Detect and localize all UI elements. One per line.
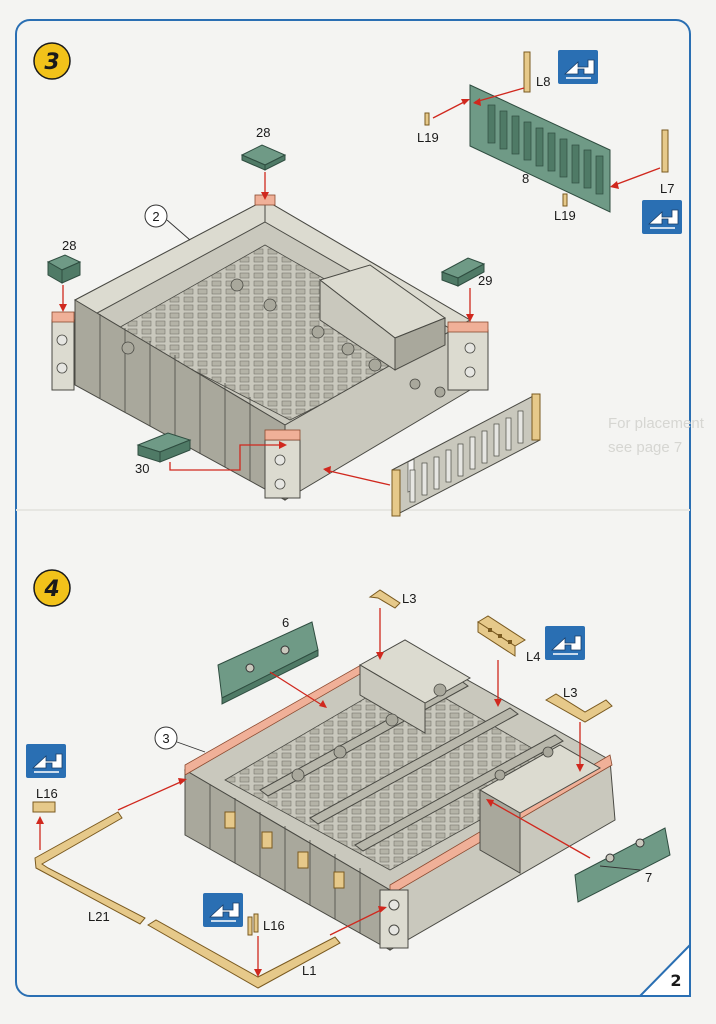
label-L16-bottom: L16	[263, 918, 285, 933]
label-L4: L4	[526, 649, 540, 664]
label-part-8: 8	[522, 171, 529, 186]
label-L21: L21	[88, 909, 110, 924]
part-L3-right	[545, 693, 613, 723]
label-L8: L8	[536, 74, 550, 89]
flip-over-icon	[25, 743, 67, 779]
label-part-6: 6	[282, 615, 289, 630]
label-part-30: 30	[135, 461, 149, 476]
part-L1	[147, 919, 341, 989]
part-L16-bottom	[247, 916, 253, 936]
part-L19-left	[424, 112, 430, 126]
part-L16-left	[32, 801, 56, 813]
page-border	[15, 19, 691, 997]
label-part-7: 7	[645, 870, 652, 885]
label-assembly-2: 2	[152, 209, 159, 224]
flip-over-icon	[557, 49, 599, 85]
flip-over-icon	[641, 199, 683, 235]
page-number: 2	[670, 971, 681, 990]
part-L19-right	[562, 193, 568, 207]
label-part-29: 29	[478, 273, 492, 288]
show-through-text-2: see page 7	[608, 439, 682, 456]
step-3-badge: 3	[33, 42, 71, 80]
hull-assembly-step4	[183, 639, 616, 951]
flip-over-icon	[544, 625, 586, 661]
label-L16-left: L16	[36, 786, 58, 801]
part-L21	[34, 811, 146, 925]
step-3-number: 3	[44, 50, 59, 75]
show-through-text-1: For placement	[608, 415, 705, 432]
part-L7	[661, 129, 669, 173]
hull-assembly-step3	[51, 194, 489, 501]
part-L8	[523, 51, 531, 93]
step-4-number: 4	[43, 577, 59, 602]
step-4-section: 4	[25, 569, 671, 989]
part-grille-front	[391, 393, 541, 517]
label-part-28-top: 28	[256, 125, 270, 140]
label-part-28-left: 28	[62, 238, 76, 253]
label-assembly-3: 3	[162, 731, 169, 746]
step-3-section: 3 For placement see page 7	[33, 42, 705, 517]
part-8-grille	[469, 84, 611, 213]
label-L19-right: L19	[554, 208, 576, 223]
label-L7: L7	[660, 181, 674, 196]
label-L3-top: L3	[402, 591, 416, 606]
label-L3-right: L3	[563, 685, 577, 700]
part-L3-top	[368, 589, 401, 609]
part-L4	[477, 615, 526, 657]
part-7	[574, 827, 671, 903]
label-L19-left: L19	[417, 130, 439, 145]
flip-over-icon	[202, 892, 244, 928]
label-L1: L1	[302, 963, 316, 978]
step-4-badge: 4	[33, 569, 71, 607]
page-number-corner: 2	[637, 942, 691, 997]
